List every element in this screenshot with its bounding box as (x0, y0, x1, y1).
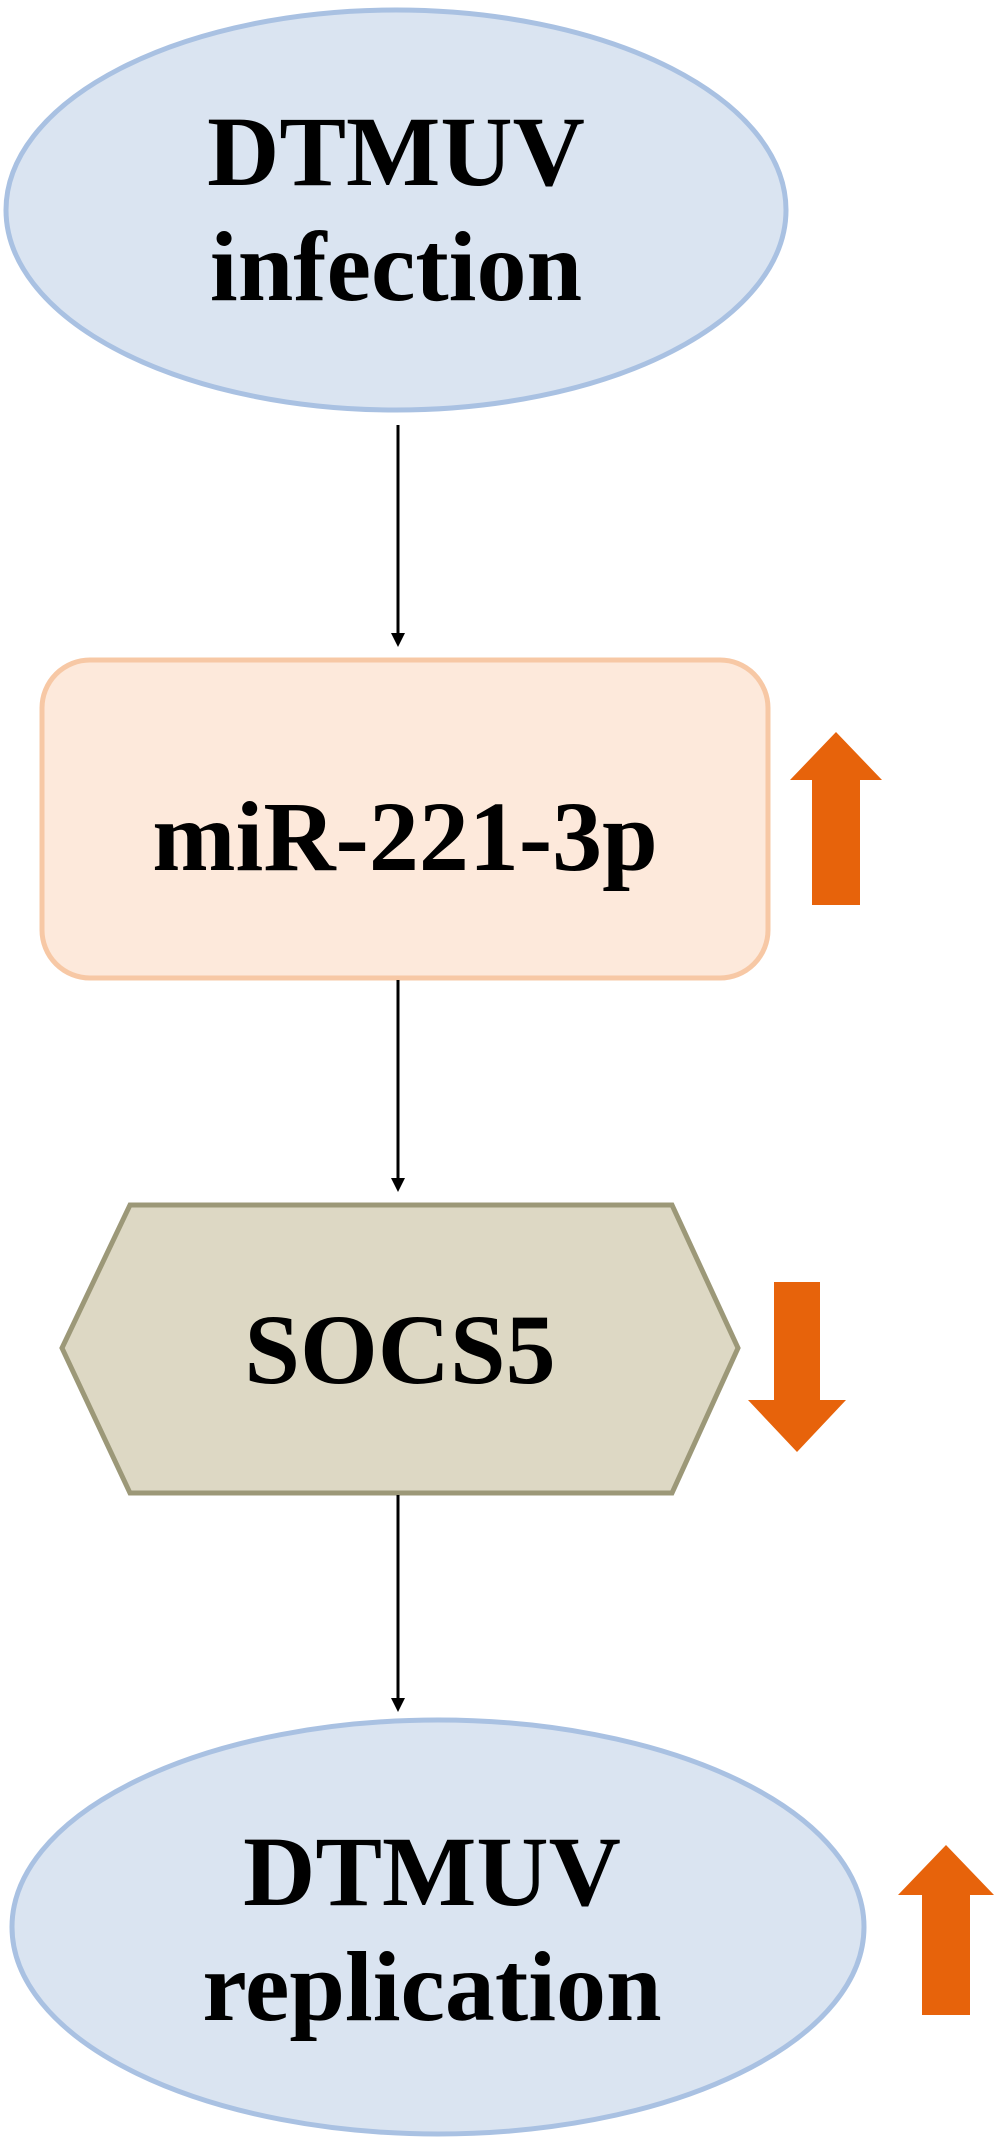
mirna-label: miR-221-3p (152, 781, 658, 892)
node-dtmuv-infection: DTMUV infection (3, 7, 789, 413)
socs5-label: SOCS5 (244, 1294, 555, 1405)
replication-up-arrow-icon (898, 1845, 994, 2015)
infection-label-line1: DTMUV (207, 96, 585, 207)
replication-ellipse (9, 1717, 867, 2137)
infection-ellipse (3, 7, 789, 413)
replication-label-line2: replication (202, 1931, 661, 2042)
node-dtmuv-replication: DTMUV replication (9, 1717, 867, 2137)
mirna-up-arrow-icon (790, 732, 882, 905)
node-socs5: SOCS5 (59, 1202, 741, 1496)
infection-label-line2: infection (210, 211, 582, 322)
socs5-hexagon (59, 1202, 741, 1496)
node-mir-221-3p: miR-221-3p (39, 657, 771, 981)
mirna-box (39, 657, 771, 981)
replication-label-line1: DTMUV (243, 1816, 621, 1927)
socs5-down-arrow-icon (748, 1282, 846, 1452)
